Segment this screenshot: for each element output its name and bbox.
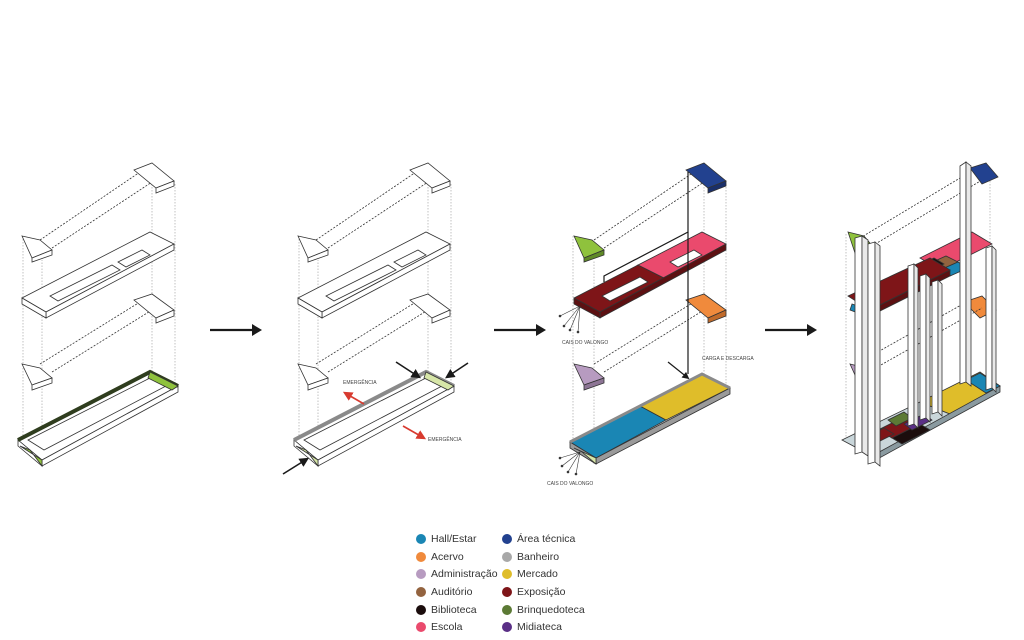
stage-2-level-3 [297,231,451,319]
legend-item: Biblioteca [416,601,498,619]
legend-label: Hall/Estar [431,532,477,545]
stage-2-access-arrows [282,361,469,475]
stage-3-level-4 [573,162,727,263]
cais-valongo-label-2: CAIS DO VALONGO [547,481,593,487]
legend-item: Mercado [502,565,592,583]
legend-swatch [416,604,426,615]
stage-2-emergency-arrows [342,391,427,440]
process-arrow-2 [494,324,546,336]
process-arrow-3 [765,324,817,336]
legend-item: Brinquedoteca [502,601,592,619]
legend-item: Acervo [416,548,498,566]
legend-label: Café/Livraria [431,639,491,640]
stage-2-model [282,162,469,475]
legend-item: Administração [416,565,498,583]
legend-label: Midiateca [517,621,562,634]
stage-1-level-3 [21,231,175,319]
carga-descarga-label: CARGA E DESCARGA [702,356,754,362]
legend-item: Banheiro [502,548,592,566]
legend-item: Café/Livraria [416,636,498,640]
legend-item: Hall/Estar [416,530,498,548]
legend-swatch [502,586,512,597]
legend-label: Área técnica [517,532,576,545]
stage-1-model [17,162,179,468]
legend-swatch [416,586,426,597]
legend-item: Midiateca [502,618,592,636]
stage-1-level-2 [21,293,175,391]
legend-swatch [502,551,512,562]
legend-label: Estacionamento [517,639,592,640]
stage-4-columns [854,161,997,467]
stage-3-level-2 [573,293,727,391]
legend-swatch [502,622,512,633]
legend-label: Mercado [517,568,558,581]
legend-item: Escola [416,618,498,636]
stage-1-level-1 [17,369,179,468]
stage-2-level-2 [297,293,451,391]
legend-label: Escola [431,621,463,634]
stage-3-model [558,162,731,476]
legend-swatch [502,604,512,615]
stage-2-level-1 [293,369,455,468]
legend-item: Estacionamento [502,636,592,640]
legend-label: Brinquedoteca [517,603,585,616]
stage-3-level-1 [569,372,731,465]
stage-4-model [841,161,1001,467]
stage-2-level-4 [297,162,451,263]
legend-item: Auditório [416,583,498,601]
stage-3-fan-upper [558,305,581,334]
legend-item: Área técnica [502,530,592,548]
legend-label: Exposição [517,585,566,598]
process-arrow-1 [210,324,262,336]
emergency-label-2: EMERGÊNCIA [428,435,462,443]
legend-swatch [416,569,426,580]
legend-swatch [416,533,426,544]
legend-swatch [502,533,512,544]
legend-swatch [416,551,426,562]
stage-3-fan-lower [558,451,581,476]
stage-3-level-3 [573,231,727,319]
emergency-label-1: EMERGÊNCIA [343,378,377,386]
legend-label: Biblioteca [431,603,477,616]
legend-swatch [502,569,512,580]
stage-1-level-4 [21,162,175,263]
legend-label: Administração [431,568,498,581]
legend-label: Acervo [431,550,464,563]
legend-label: Auditório [431,585,473,598]
legend-item: Exposição [502,583,592,601]
stage-3-circulation [603,172,690,380]
cais-valongo-label-1: CAIS DO VALONGO [562,340,608,346]
legend-swatch [416,622,426,633]
legend-label: Banheiro [517,550,560,563]
